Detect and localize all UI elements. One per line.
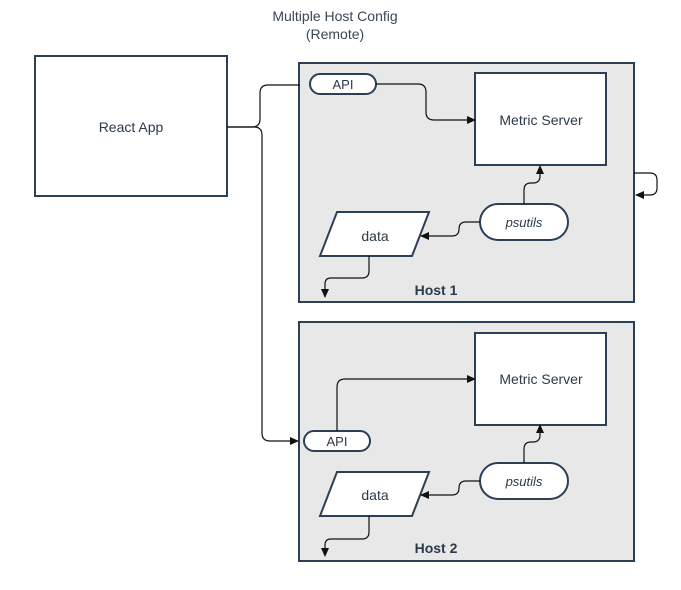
host-2-data-output-arrow — [321, 516, 370, 557]
host-2: Metric Server API psutils data Host 2 — [303, 332, 607, 556]
host-1-api-label: API — [333, 77, 354, 92]
diagram-title: Multiple Host Config — [272, 8, 397, 24]
host-1-data-output-arrow — [321, 256, 370, 298]
host-2-data-label: data — [361, 487, 388, 503]
host-1: Metric Server API psutils data Host 1 — [309, 72, 607, 298]
host-1-psutils-label: psutils — [505, 215, 543, 230]
diagram-subtitle: (Remote) — [306, 26, 364, 42]
host-2-metric-server-box — [474, 332, 607, 426]
host-2-psutils-label: psutils — [505, 474, 543, 489]
react-app-box — [34, 55, 228, 197]
react-to-host-1-connector — [227, 84, 300, 128]
host-2-metric-server-label: Metric Server — [499, 371, 583, 387]
host-1-data-parallelogram — [318, 211, 431, 257]
host-2-api-label: API — [327, 434, 348, 449]
host-1-data-label: data — [361, 228, 388, 244]
host-1-psutils-to-data-arrow — [420, 221, 480, 240]
host-1-metric-server-label: Metric Server — [499, 112, 583, 128]
host-1-label: Host 1 — [415, 282, 458, 298]
react-to-host-2-api-arrow — [227, 126, 299, 445]
host-2-api-to-metric-arrow — [336, 375, 476, 431]
host-1-loop-arrow — [634, 172, 658, 199]
react-app-label: React App — [99, 119, 164, 135]
host-2-data-parallelogram — [318, 471, 431, 517]
host-1-psutils-to-metric-arrow — [523, 165, 544, 204]
host-1-metric-server-box — [474, 72, 607, 166]
host-2-psutils-to-metric-arrow — [523, 424, 544, 463]
host-1-api-to-metric-arrow — [376, 83, 476, 124]
host-2-label: Host 2 — [415, 540, 458, 556]
host-2-psutils-to-data-arrow — [420, 480, 480, 499]
